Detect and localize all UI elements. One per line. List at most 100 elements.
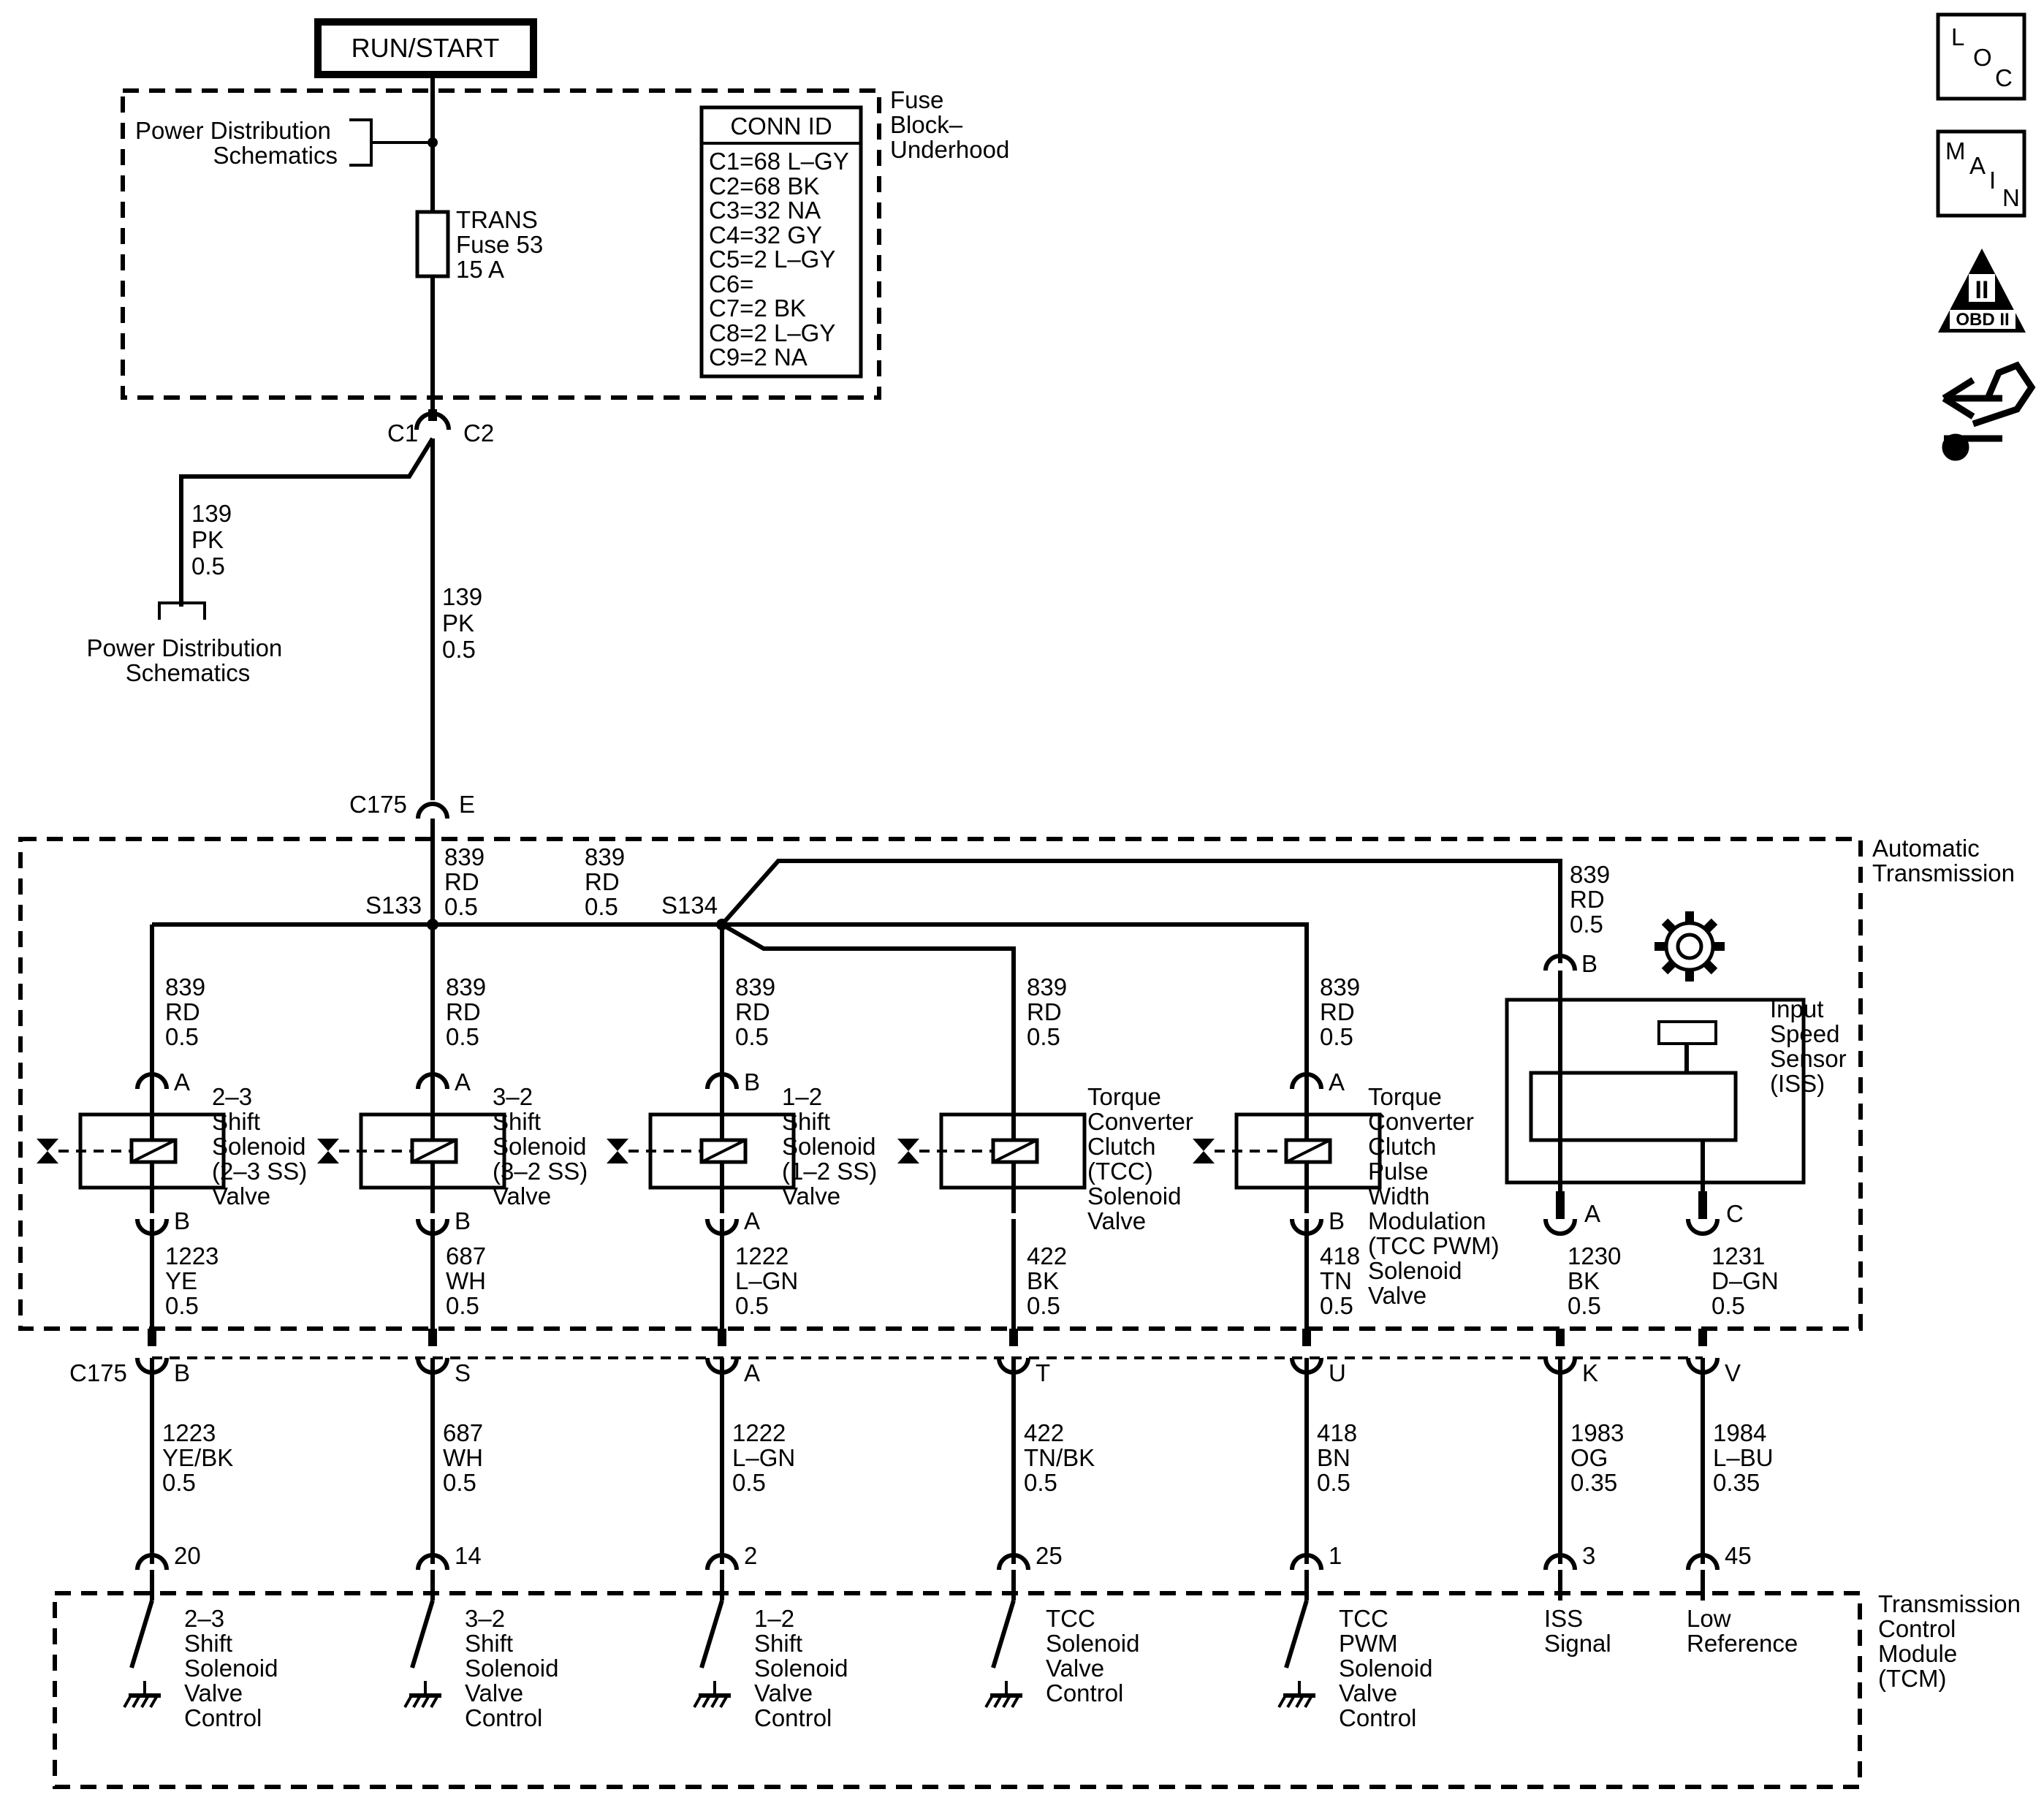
svg-text:I: I	[1989, 167, 1996, 194]
tcm-pin-label: 45	[1725, 1542, 1752, 1569]
solenoid-coil-slash	[131, 1139, 176, 1163]
valve-arrow-bottom	[607, 1151, 628, 1163]
tcm-pin-label: 1	[1329, 1542, 1342, 1569]
fuse-block-underhood: Fuse Block– Underhood Power Distribution…	[121, 86, 1009, 400]
c175-pin-label: T	[1036, 1359, 1050, 1386]
transmission-power-bus	[150, 840, 1562, 1115]
valve-arrow-top	[1193, 1139, 1215, 1151]
valve-arrow-bottom	[317, 1151, 339, 1163]
solenoid-top-pin: A	[455, 1068, 471, 1096]
iss-pin-a: A	[1584, 1200, 1600, 1227]
connector-end-view-icon[interactable]	[1942, 361, 2036, 461]
tcm-pin-connector	[1686, 1553, 1720, 1571]
connector-top	[1290, 1072, 1323, 1090]
iss-wire-a: 1230 BK 0.5	[1568, 1242, 1628, 1319]
solenoid-bottom-pin: B	[455, 1207, 471, 1234]
automatic-transmission-label: Automatic Transmission	[1872, 835, 2015, 886]
tcm-pin-label: 20	[174, 1542, 201, 1569]
svg-text:C: C	[1995, 64, 2013, 91]
c175-top-label: C175	[349, 791, 407, 818]
splice-s133	[427, 919, 438, 930]
switch-contact	[410, 1600, 435, 1668]
gear-icon	[1654, 911, 1725, 982]
transmission-control-module: Transmission Control Module (TCM)	[53, 1590, 2027, 1789]
c175-pin-label: K	[1582, 1359, 1598, 1386]
pds-reference-top: Power Distribution Schematics	[135, 117, 338, 169]
branch-wire-139: 139 PK 0.5	[191, 500, 238, 580]
svg-text:A: A	[1969, 152, 1986, 179]
c175-pin-label: S	[455, 1359, 471, 1386]
loc-icon[interactable]: L O C	[1936, 12, 2026, 101]
tcm-pin-connector	[997, 1553, 1030, 1571]
tcm-pin-connector	[416, 1553, 449, 1571]
valve-arrow-top	[607, 1139, 628, 1151]
main-feed-wire: C1 C2	[158, 75, 494, 800]
switch-contact	[699, 1600, 724, 1668]
s133-label: S133	[365, 892, 422, 919]
solenoid-coil-slash	[411, 1139, 457, 1163]
s134-label: S134	[661, 892, 718, 919]
tcm-pin-label: 25	[1036, 1542, 1063, 1569]
solenoid-top-pin: A	[1329, 1068, 1345, 1096]
solenoid-coil-slash	[1285, 1139, 1331, 1163]
iss-feed-wire-839: 839 RD 0.5	[1570, 861, 1616, 938]
svg-text:N: N	[2002, 184, 2020, 211]
switch-contact	[1284, 1600, 1309, 1668]
main-icon[interactable]: M A I N	[1936, 129, 2026, 218]
switch-contact	[129, 1600, 154, 1668]
valve-arrow-bottom	[37, 1151, 58, 1163]
tcm-pin-connector	[1543, 1553, 1577, 1571]
connector-top	[135, 1072, 169, 1090]
svg-text:II: II	[1975, 276, 1989, 304]
svg-text:L: L	[1951, 23, 1964, 50]
c175-pin-label: A	[744, 1359, 760, 1386]
run-start-label: RUN/START	[352, 33, 500, 63]
fuse-block-name: Fuse Block– Underhood	[890, 86, 1009, 163]
tcm-label: Transmission Control Module (TCM)	[1878, 1590, 2027, 1692]
bus-wire-839-a: 839 RD 0.5	[444, 843, 491, 920]
pds-reference-left: Power Distribution Schematics	[87, 634, 289, 686]
solenoid-top-pin: A	[174, 1068, 190, 1096]
c175-pin-label: U	[1329, 1359, 1346, 1386]
automatic-transmission: Automatic Transmission	[18, 835, 2015, 1331]
c175-e-connector: C175 E	[349, 791, 475, 840]
run-start-supply: RUN/START	[314, 18, 537, 78]
tcm-pin-label: 3	[1582, 1542, 1595, 1569]
input-speed-sensor: B Input Speed Sensor (ISS) A	[1505, 911, 1847, 1319]
conn-id-list: C1=68 L–GY C2=68 BK C3=32 NA C4=32 GY C5…	[709, 148, 855, 371]
solenoid-bottom-pin: B	[174, 1207, 190, 1234]
obd-ii-icon[interactable]: II OBD II	[1938, 248, 2026, 333]
tcm-pin-label: 2	[744, 1542, 757, 1569]
c175-bottom-label: C175	[69, 1359, 127, 1386]
valve-arrow-top	[317, 1139, 339, 1151]
valve-arrow-top	[897, 1139, 919, 1151]
